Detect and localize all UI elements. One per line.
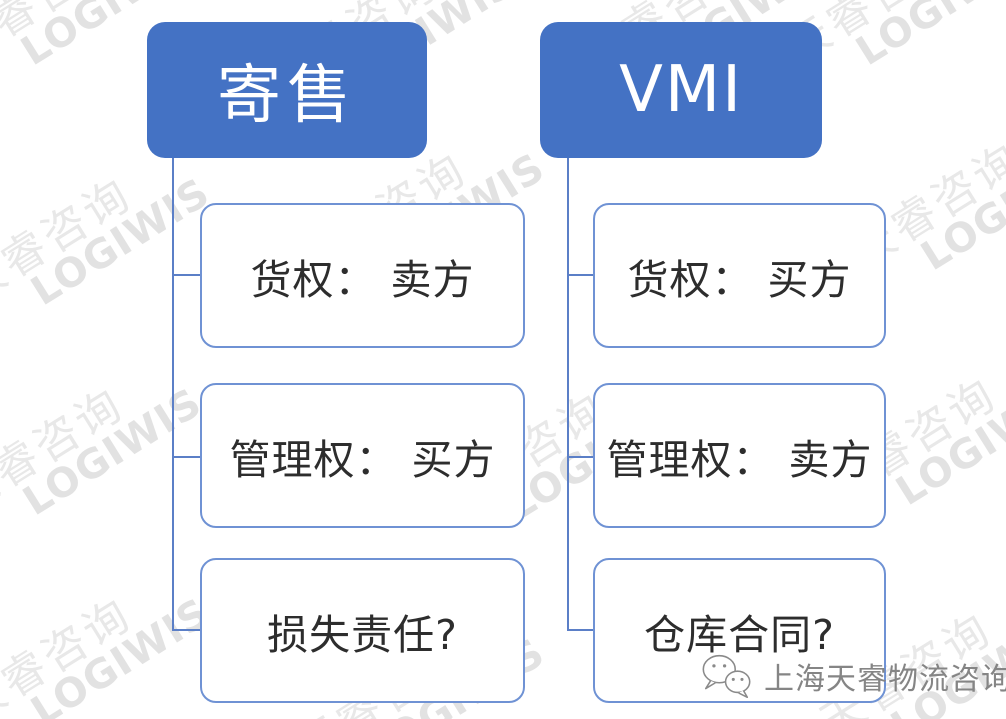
node-consignment-management: 管理权： 买方 — [200, 383, 525, 528]
connector-trunk-vmi — [567, 158, 569, 631]
node-consignment-ownership: 货权： 卖方 — [200, 203, 525, 348]
connector-branch-vmi-1 — [567, 274, 595, 276]
wechat-icon — [698, 650, 756, 702]
header-consignment-label: 寄售 — [217, 59, 357, 133]
node-consignment-loss-liability: 损失责任? — [200, 558, 525, 703]
connector-branch-vmi-3 — [567, 629, 595, 631]
node-label: 管理权： 卖方 — [606, 435, 873, 484]
node-label: 损失责任? — [267, 610, 458, 659]
connector-branch-vmi-2 — [567, 456, 595, 458]
node-header-consignment: 寄售 — [147, 22, 427, 158]
node-label: 货权： 卖方 — [250, 255, 475, 304]
connector-branch-consignment-3 — [172, 629, 202, 631]
header-vmi-label: VMI — [619, 53, 743, 127]
node-vmi-ownership: 货权： 买方 — [593, 203, 886, 348]
node-vmi-management: 管理权： 卖方 — [593, 383, 886, 528]
connector-trunk-consignment — [172, 158, 174, 631]
node-label: 货权： 买方 — [627, 255, 852, 304]
connector-branch-consignment-2 — [172, 456, 202, 458]
brand-logo: 上海天睿物流咨询 — [698, 648, 1006, 704]
node-label: 管理权： 买方 — [229, 435, 496, 484]
node-header-vmi: VMI — [540, 22, 822, 158]
connector-branch-consignment-1 — [172, 274, 202, 276]
node-label: 仓库合同? — [644, 610, 835, 659]
brand-name: 上海天睿物流咨询 — [764, 662, 1006, 697]
